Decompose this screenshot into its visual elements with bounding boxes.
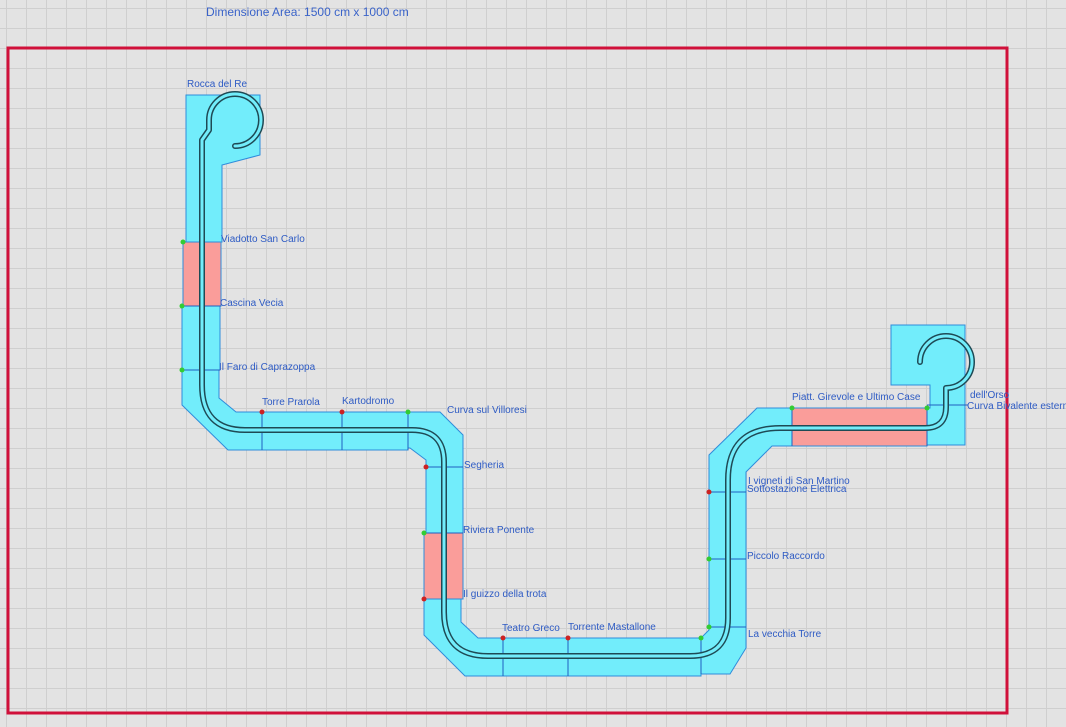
label-curva-bivalente[interactable]: Curva Bivalente esterna [967,401,1066,412]
label-torrente-mastallone[interactable]: Torrente Mastallone [568,622,656,633]
label-piccolo-raccordo[interactable]: Piccolo Raccordo [747,551,825,562]
boards [181,94,966,677]
track-outer [199,91,975,659]
label-viadotto-san-carlo[interactable]: Viadotto San Carlo [221,234,305,245]
label-vecchia-torre[interactable]: La vecchia Torre [748,629,822,640]
label-guizzo[interactable]: Il guizzo della trota [463,589,547,600]
board-rocca-del-re[interactable] [185,94,261,243]
label-kartodromo[interactable]: Kartodromo [342,396,395,407]
connection-dots [179,239,930,641]
label-curva-villoresi[interactable]: Curva sul Villoresi [447,405,527,416]
segment-labels: Rocca del Re Viadotto San Carlo Cascina … [187,79,1066,640]
label-orso[interactable]: dell'Orso [970,390,1010,401]
area-dimension-title: Dimensione Area: 1500 cm x 1000 cm [206,5,409,19]
track [199,91,975,659]
label-cascina-vecia[interactable]: Cascina Vecia [220,298,284,309]
label-rocca-del-re[interactable]: Rocca del Re [187,79,247,90]
label-sottostazione[interactable]: Sottostazione Elettrica [747,484,847,495]
board-il-faro[interactable] [181,369,263,451]
label-il-faro[interactable]: Il Faro di Caprazoppa [219,362,316,373]
label-riviera-ponente[interactable]: Riviera Ponente [463,525,535,536]
track-inner [200,92,974,658]
label-segheria[interactable]: Segheria [464,460,504,471]
area-border [6,46,1009,715]
label-piatt-girevole[interactable]: Piatt. Girevole e Ultimo Case [792,392,921,403]
label-vigneti[interactable]: I vigneti di San Martino [748,476,850,487]
board-guizzo[interactable] [423,598,504,677]
label-teatro-greco[interactable]: Teatro Greco [502,623,560,634]
label-torre-prarola[interactable]: Torre Prarola [262,397,320,408]
